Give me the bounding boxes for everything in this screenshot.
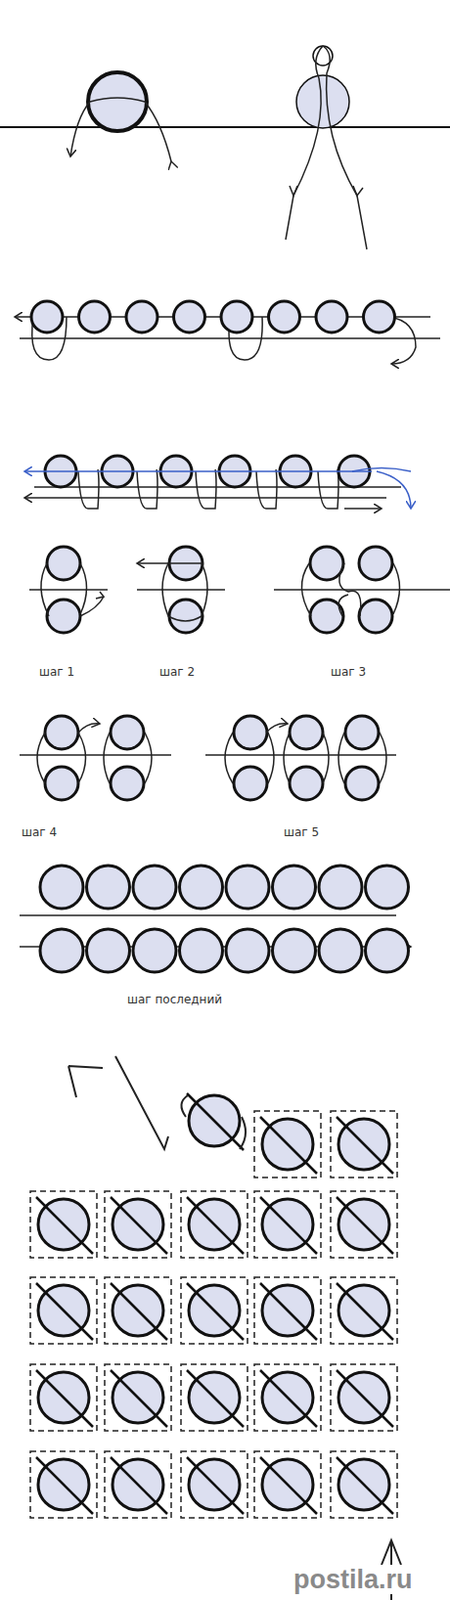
bead xyxy=(318,929,362,973)
bead xyxy=(310,546,344,581)
bead xyxy=(133,929,177,973)
step-label: шаг 1 xyxy=(39,665,75,679)
bead xyxy=(225,865,270,909)
bead xyxy=(365,929,409,973)
bead xyxy=(359,599,393,633)
grid-bead xyxy=(254,1191,321,1259)
grid-bead xyxy=(104,1191,172,1259)
grid-bead xyxy=(330,1111,398,1178)
step-label: шаг 4 xyxy=(21,825,57,840)
step-label: шаг 3 xyxy=(330,665,366,679)
bead xyxy=(46,546,81,581)
grid-bead xyxy=(180,1277,248,1345)
bead xyxy=(133,865,177,909)
bead xyxy=(31,301,63,333)
bead xyxy=(174,301,206,333)
bead xyxy=(359,546,393,581)
grid-bead xyxy=(330,1191,398,1259)
step-label: шаг 5 xyxy=(283,825,319,840)
bead xyxy=(110,766,144,801)
bead xyxy=(46,599,81,633)
grid-bead xyxy=(330,1277,398,1345)
bead xyxy=(269,301,301,333)
bead xyxy=(233,766,268,801)
grid-bead xyxy=(104,1364,172,1432)
grid-bead xyxy=(330,1451,398,1519)
bead xyxy=(40,929,84,973)
step-label: шаг последний xyxy=(127,992,223,1007)
grid-bead xyxy=(30,1451,97,1519)
bead xyxy=(233,716,268,750)
bead xyxy=(79,301,111,333)
grid-bead xyxy=(180,1451,248,1519)
bead xyxy=(87,929,131,973)
grid-bead xyxy=(254,1277,321,1345)
grid-bead xyxy=(30,1191,97,1259)
bead xyxy=(345,766,379,801)
grid-bead xyxy=(186,1093,244,1151)
bead xyxy=(225,929,270,973)
bead xyxy=(40,865,84,909)
bead xyxy=(363,301,396,333)
bead xyxy=(180,865,224,909)
bead xyxy=(45,716,79,750)
bead xyxy=(45,766,79,801)
bead xyxy=(110,716,144,750)
grid-bead xyxy=(104,1451,172,1519)
bead xyxy=(272,865,316,909)
grid-bead xyxy=(180,1364,248,1432)
bead xyxy=(169,599,203,633)
bead xyxy=(272,929,316,973)
bead xyxy=(315,301,348,333)
grid-bead xyxy=(104,1277,172,1345)
bead xyxy=(221,301,253,333)
grid-bead xyxy=(30,1277,97,1345)
bead xyxy=(180,929,224,973)
bead xyxy=(318,865,362,909)
bead xyxy=(345,716,379,750)
grid-bead xyxy=(180,1191,248,1259)
bead xyxy=(365,865,409,909)
grid-bead xyxy=(254,1364,321,1432)
watermark: postila.ru xyxy=(293,1565,413,1595)
bead xyxy=(87,865,131,909)
grid-bead xyxy=(30,1364,97,1432)
bead xyxy=(126,301,158,333)
bead xyxy=(289,766,323,801)
step-label: шаг 2 xyxy=(159,665,195,679)
grid-bead xyxy=(330,1364,398,1432)
grid-bead xyxy=(254,1111,321,1178)
grid-bead xyxy=(254,1451,321,1519)
bead xyxy=(289,716,323,750)
